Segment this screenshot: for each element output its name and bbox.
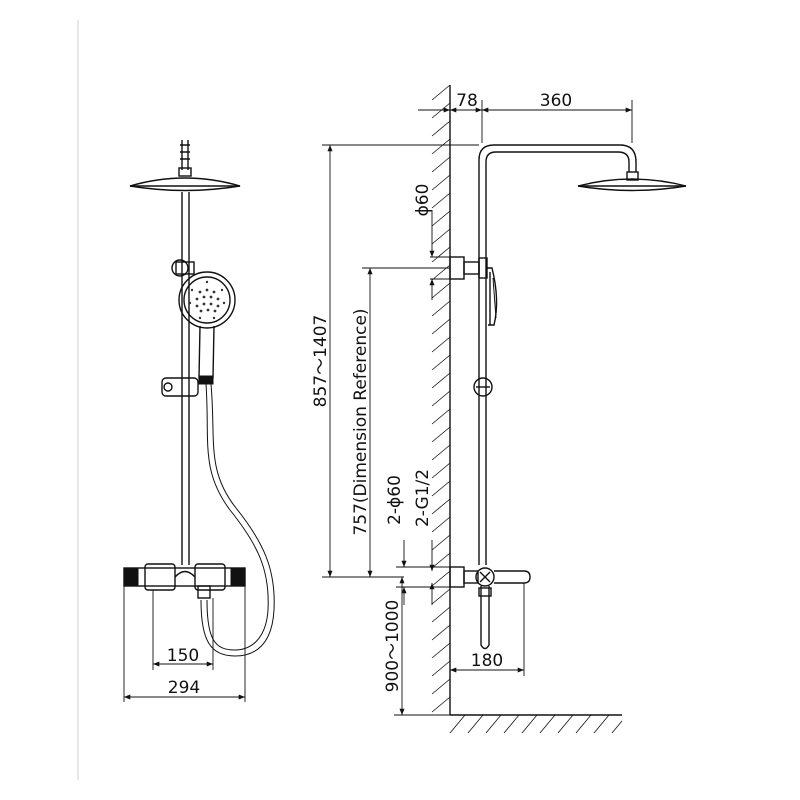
mixer-valve-front xyxy=(123,563,246,599)
wall-offset-label: 78 xyxy=(456,91,478,111)
hand-shower xyxy=(178,271,236,385)
hand-shower-side xyxy=(487,267,498,326)
inlet-thread-label: 2-G1/2 xyxy=(413,469,433,527)
height-range-label: 857～1407 xyxy=(311,315,331,408)
side-view: 78 360 ϕ60 857～1407 757(Dimension Refere… xyxy=(311,84,687,734)
mixer-valve-side xyxy=(449,566,531,650)
front-view: 150 294 xyxy=(123,140,275,702)
inlet-spacing-label: 150 xyxy=(167,646,199,666)
total-width-label: 294 xyxy=(168,678,200,698)
diameter-top-label: ϕ60 xyxy=(413,184,433,217)
spout-length-label: 180 xyxy=(471,651,503,671)
floor-height-label: 900～1000 xyxy=(383,600,403,693)
hose xyxy=(205,383,269,651)
inlet-diameter-label: 2-ϕ60 xyxy=(385,475,405,525)
rain-shower-head-side xyxy=(577,178,687,192)
dimension-reference-label: 757(Dimension Reference) xyxy=(351,308,371,535)
arm-reach-label: 360 xyxy=(540,91,572,111)
riser-arm xyxy=(478,144,637,565)
rain-shower-head xyxy=(129,177,241,192)
